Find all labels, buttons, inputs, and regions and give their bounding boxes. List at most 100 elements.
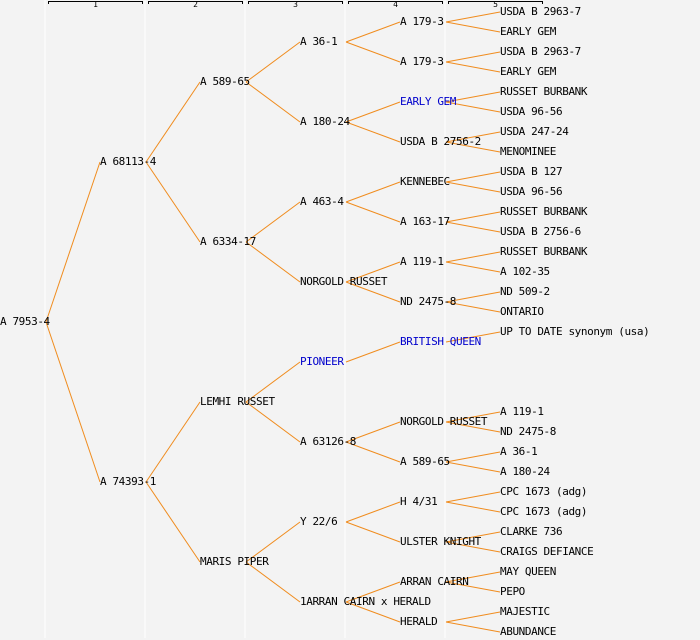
pedigree-node: USDA B 127	[500, 165, 563, 178]
pedigree-node: CRAIGS DEFIANCE	[500, 545, 594, 558]
generation-bracket	[348, 1, 443, 4]
parent-link-line	[345, 41, 401, 63]
parent-link-line	[445, 141, 501, 153]
pedigree-node: A 119-1	[400, 255, 444, 268]
pedigree-node: A 179-3	[400, 15, 444, 28]
parent-link-line	[345, 121, 401, 143]
parent-link-line	[445, 451, 501, 463]
pedigree-node: USDA B 2756-6	[500, 225, 581, 238]
parent-link-line	[345, 21, 401, 43]
pedigree-node: KENNEBEC	[400, 175, 450, 188]
pedigree-node: MARIS PIPER	[200, 555, 269, 568]
pedigree-node[interactable]: EARLY GEM	[400, 95, 457, 108]
parent-link-line	[345, 281, 401, 303]
parent-link-line	[445, 251, 501, 263]
generation-header-1: 1	[93, 0, 98, 9]
pedigree-node[interactable]: BRITISH QUEEN	[400, 335, 481, 348]
parent-link-line	[445, 501, 501, 513]
pedigree-node: A 163-17	[400, 215, 450, 228]
parent-link-line	[445, 181, 501, 193]
pedigree-node: MAJESTIC	[500, 605, 550, 618]
pedigree-node: MENOMINEE	[500, 145, 557, 158]
parent-link-line	[445, 131, 501, 143]
pedigree-node: ARRAN CAIRN	[400, 575, 469, 588]
parent-link-line	[445, 331, 501, 343]
pedigree-node: A 589-65	[200, 75, 250, 88]
parent-link-line	[45, 321, 101, 483]
generation-header-3: 3	[293, 0, 298, 9]
generation-bracket	[148, 1, 243, 4]
root-node: A 7953-4	[0, 315, 50, 328]
parent-link-line	[445, 531, 501, 543]
generation-bracket	[248, 1, 343, 4]
pedigree-node: A 6334-17	[200, 235, 257, 248]
parent-link-line	[445, 91, 501, 103]
pedigree-node: A 589-65	[400, 455, 450, 468]
parent-link-line	[445, 171, 501, 183]
parent-link-line	[445, 11, 501, 23]
parent-link-line	[345, 201, 401, 223]
parent-link-line	[145, 161, 201, 243]
pedigree-node: USDA B 2963-7	[500, 5, 581, 18]
parent-link-line	[445, 611, 501, 623]
parent-link-line	[245, 41, 301, 83]
parent-link-line	[445, 541, 501, 553]
parent-link-line	[445, 51, 501, 63]
pedigree-node: USDA 96-56	[500, 185, 563, 198]
parent-link-line	[345, 581, 401, 603]
generation-bracket	[48, 1, 143, 4]
pedigree-node: A 179-3	[400, 55, 444, 68]
parent-link-line	[145, 81, 201, 163]
parent-link-line	[445, 211, 501, 223]
parent-link-line	[345, 101, 401, 123]
parent-link-line	[445, 21, 501, 33]
parent-link-line	[345, 261, 401, 283]
parent-link-line	[345, 521, 401, 543]
pedigree-node: A 74393-1	[100, 475, 157, 488]
parent-link-line	[145, 401, 201, 483]
generation-bracket	[448, 1, 543, 4]
pedigree-node: A 463-4	[300, 195, 344, 208]
pedigree-node: A 119-1	[500, 405, 544, 418]
pedigree-node: PEPO	[500, 585, 525, 598]
parent-link-line	[145, 481, 201, 563]
pedigree-node: H 4/31	[400, 495, 438, 508]
pedigree-node: RUSSET BURBANK	[500, 205, 588, 218]
pedigree-node: 1ARRAN CAIRN x HERALD	[300, 595, 431, 608]
parent-link-line	[445, 301, 501, 313]
pedigree-node: A 68113-4	[100, 155, 157, 168]
pedigree-node: ULSTER KNIGHT	[400, 535, 481, 548]
pedigree-node: MAY QUEEN	[500, 565, 557, 578]
pedigree-node: UP TO DATE synonym (usa)	[500, 325, 650, 338]
parent-link-line	[445, 61, 501, 73]
parent-link-line	[245, 241, 301, 283]
pedigree-node: CPC 1673 (adg)	[500, 505, 588, 518]
parent-link-line	[245, 561, 301, 603]
pedigree-node: A 180-24	[300, 115, 350, 128]
pedigree-node: RUSSET BURBANK	[500, 245, 588, 258]
parent-link-line	[345, 501, 401, 523]
generation-header-2: 2	[193, 0, 198, 9]
parent-link-line	[345, 601, 401, 623]
pedigree-node: Y 22/6	[300, 515, 338, 528]
pedigree-node: LEMHI RUSSET	[200, 395, 275, 408]
pedigree-node: ND 2475-8	[500, 425, 557, 438]
pedigree-node: USDA B 2963-7	[500, 45, 581, 58]
parent-link-line	[345, 421, 401, 443]
parent-link-line	[45, 161, 101, 323]
parent-link-line	[245, 361, 301, 403]
pedigree-node[interactable]: PIONEER	[300, 355, 344, 368]
pedigree-node: EARLY GEM	[500, 65, 557, 78]
pedigree-node: ABUNDANCE	[500, 625, 557, 638]
parent-link-line	[445, 411, 501, 423]
parent-link-line	[445, 571, 501, 583]
pedigree-node: EARLY GEM	[500, 25, 557, 38]
pedigree-node: A 102-35	[500, 265, 550, 278]
parent-link-line	[445, 261, 501, 273]
parent-link-line	[445, 491, 501, 503]
pedigree-node: ND 2475-8	[400, 295, 457, 308]
pedigree-node: RUSSET BURBANK	[500, 85, 588, 98]
parent-link-line	[445, 461, 501, 473]
